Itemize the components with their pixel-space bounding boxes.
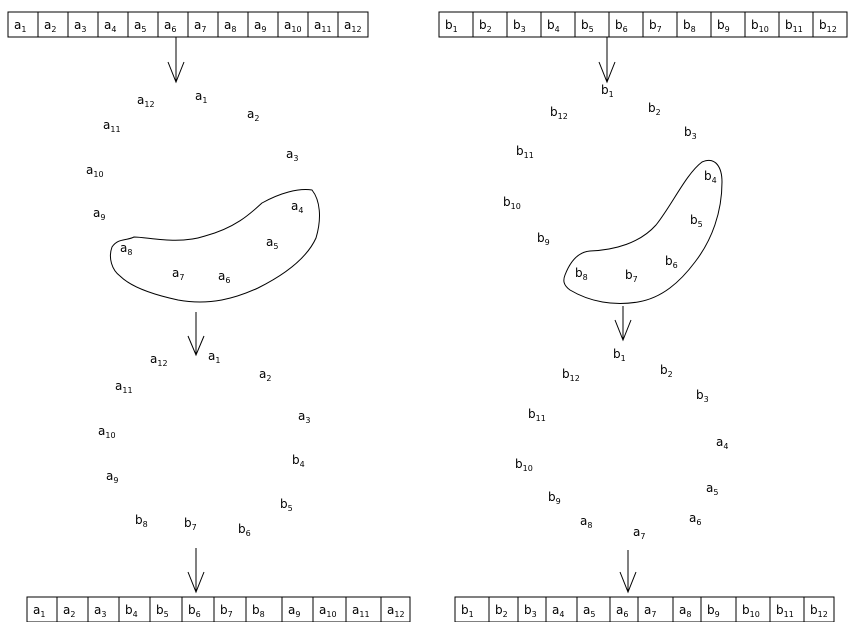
ring-label: a10: [98, 424, 116, 440]
ring-label: b12: [562, 367, 580, 383]
array-top-left: a1a2a3a4a5a6a7a8a9a10a11a12: [8, 12, 368, 37]
ring-label: a11: [115, 379, 133, 395]
ring-label: b3: [684, 125, 697, 141]
ring-label: b6: [665, 254, 678, 270]
ring-label: a6: [218, 269, 230, 285]
ring-right-2: b1 b2 b3 a4 a5 a6 a7 a8 b9 b10 b11 b12: [515, 347, 728, 541]
ring-label: a12: [150, 352, 168, 368]
ring-label: a4: [716, 435, 728, 451]
ring-label: b1: [601, 83, 614, 99]
arrow-bottom-right: [620, 550, 636, 592]
ring-label: a5: [706, 481, 718, 497]
ring-label: b2: [648, 101, 661, 117]
ring-label: b1: [613, 347, 626, 363]
ring-label: b11: [528, 407, 546, 423]
ring-label: a9: [106, 469, 118, 485]
ring-label: b8: [575, 266, 588, 282]
ring-label: b4: [704, 169, 717, 185]
ring-label: a11: [103, 118, 121, 134]
ring-label: a4: [291, 199, 303, 215]
ring-label: b4: [292, 453, 305, 469]
ring-label: a7: [172, 266, 184, 282]
ring-label: b5: [280, 497, 293, 513]
arrow-middle-left: [188, 312, 204, 355]
ring-label: b6: [238, 522, 251, 538]
ring-label: a5: [266, 235, 278, 251]
array-top-right: b1b2b3b4b5b6b7b8b9b10b11b12: [439, 12, 847, 37]
ring-label: b10: [503, 195, 521, 211]
ring-label: a1: [208, 349, 220, 365]
ring-label: b5: [690, 213, 703, 229]
arrow-top-right: [599, 37, 615, 82]
ring-label: b11: [516, 144, 534, 160]
ring-label: a3: [286, 147, 298, 163]
ring-label: a6: [689, 511, 701, 527]
ring-label: a12: [137, 93, 155, 109]
ring-label: b2: [660, 363, 673, 379]
ring-label: a2: [259, 367, 271, 383]
ring-label: b7: [625, 268, 638, 284]
ring-label: a3: [298, 409, 310, 425]
ring-label: b9: [537, 231, 550, 247]
ring-label: a2: [247, 107, 259, 123]
ring-left-2: a1 a2 a3 b4 b5 b6 b7 b8 a9 a10 a11 a12: [98, 349, 310, 538]
ring-label: a10: [86, 163, 104, 179]
ring-label: a1: [195, 89, 207, 105]
ring-label: b10: [515, 457, 533, 473]
ring-left-1: a1 a2 a3 a4 a5 a6 a7 a8 a9 a10 a11 a12: [86, 89, 303, 285]
ring-label: b12: [550, 105, 568, 121]
selection-loop-left: [110, 190, 319, 303]
ring-label: a8: [120, 241, 132, 257]
arrow-bottom-left: [188, 548, 204, 592]
ring-label: b9: [548, 490, 561, 506]
arrow-middle-right: [615, 306, 631, 340]
arrow-top-left: [168, 37, 184, 82]
ring-label: b8: [135, 513, 148, 529]
ring-label: a8: [580, 514, 592, 530]
ring-label: b7: [184, 516, 197, 532]
ring-label: a9: [93, 206, 105, 222]
selection-loop-right: [564, 160, 722, 303]
ring-label: b3: [696, 388, 709, 404]
array-bottom-right: b1b2b3a4a5a6a7a8b9b10b11b12: [455, 597, 834, 622]
ring-label: a7: [633, 525, 645, 541]
ring-right-1: b1 b2 b3 b4 b5 b6 b7 b8 b9 b10 b11 b12: [503, 83, 717, 284]
array-bottom-left: a1a2a3b4b5b6b7b8a9a10a11a12: [27, 597, 410, 622]
